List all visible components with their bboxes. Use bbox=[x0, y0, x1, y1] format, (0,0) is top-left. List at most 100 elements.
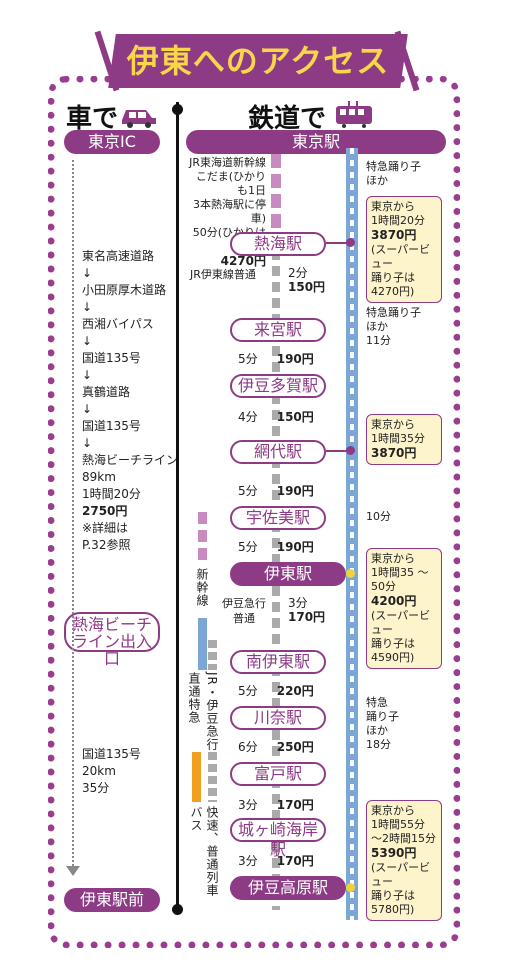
connector bbox=[326, 450, 350, 452]
station-kinomiya[interactable]: 来宮駅 bbox=[230, 318, 326, 342]
segment-taga-ajiro: 4分 150円 bbox=[238, 408, 314, 425]
segment-atami-kinomiya: 2分 150円 bbox=[288, 266, 325, 294]
car-route-list: 東名高速道路 ↓ 小田原厚木道路 ↓ 西湘バイパス ↓ 国道135号 ↓ 真鶴道… bbox=[82, 248, 178, 554]
divider-dot bbox=[172, 904, 183, 915]
car-time: 1時間20分 bbox=[82, 487, 141, 501]
box-note: 4270円) bbox=[371, 285, 415, 298]
box-line: 東京から bbox=[371, 200, 415, 213]
segment-price: 150円 bbox=[288, 280, 326, 294]
segment-futo-jogasaki: 3分 170円 bbox=[238, 796, 314, 813]
segment-ito-minamiito: 3分 170円 bbox=[288, 596, 325, 624]
box-price: 5390円 bbox=[371, 846, 417, 860]
car-start-label: 東京IC bbox=[64, 130, 160, 154]
note-line: ほか bbox=[366, 320, 388, 333]
desc-line: 3本熱海駅に停車) bbox=[193, 198, 266, 225]
car-distance: 89km bbox=[82, 470, 116, 484]
note-line: 特急 bbox=[366, 696, 388, 709]
ito-fare-box: 東京から 1時間35 ～ 50分 4200円 (スーパービュー 踊り子は 459… bbox=[366, 548, 442, 669]
station-ito[interactable]: 伊東駅 bbox=[230, 562, 346, 586]
segment-price: 170円 bbox=[276, 798, 314, 812]
connector bbox=[326, 242, 350, 244]
box-note: (スーパービュー bbox=[371, 609, 431, 636]
segment-kinomiya-taga: 5分 190円 bbox=[238, 350, 314, 367]
box-line: 東京から bbox=[371, 552, 415, 565]
legend-shinkansen-swatch bbox=[198, 512, 207, 566]
rail-heading: 鉄道で bbox=[248, 104, 327, 134]
segment-price: 250円 bbox=[276, 740, 314, 754]
segment-price: 190円 bbox=[276, 484, 314, 498]
route-step: 国道135号 bbox=[82, 747, 141, 761]
segment-price: 170円 bbox=[276, 854, 314, 868]
route-arrow: ↓ bbox=[82, 334, 93, 348]
segment-price: 170円 bbox=[288, 610, 326, 624]
car-icon bbox=[122, 110, 156, 128]
column-divider bbox=[176, 102, 179, 910]
car-time2: 35分 bbox=[82, 781, 110, 795]
box-line: 1時間35 ～ bbox=[371, 566, 429, 579]
box-line: 東京から bbox=[371, 804, 415, 817]
box-line: ～2時間15分 bbox=[371, 832, 436, 845]
station-atami[interactable]: 熱海駅 bbox=[230, 232, 326, 256]
car-note-page: P.32参照 bbox=[82, 538, 131, 552]
segment-time: 6分 bbox=[238, 740, 258, 754]
stop-dot bbox=[346, 883, 355, 892]
segment-price: 190円 bbox=[276, 540, 314, 554]
segment-time: 4分 bbox=[238, 410, 258, 424]
izukyu-type: 普通 bbox=[233, 612, 255, 625]
box-line: 1時間20分 bbox=[371, 214, 425, 227]
route-arrow: ↓ bbox=[82, 402, 93, 416]
segment-time: 3分 bbox=[238, 854, 258, 868]
route-step: 真鶴道路 bbox=[82, 385, 131, 399]
box-note: 踊り子は bbox=[371, 889, 415, 902]
legend-bus-swatch bbox=[192, 752, 201, 802]
station-futo[interactable]: 富戸駅 bbox=[230, 762, 326, 786]
car-distance2: 20km bbox=[82, 764, 116, 778]
box-line: 1時間55分 bbox=[371, 818, 425, 831]
station-jogasaki-kaigan[interactable]: 城ヶ崎海岸駅 bbox=[230, 818, 326, 859]
note-line: 18分 bbox=[366, 738, 391, 751]
shinkansen-track bbox=[271, 154, 281, 238]
box-note: 踊り子は bbox=[371, 271, 415, 284]
route-step: 国道135号 bbox=[82, 351, 141, 365]
legend-through-swatch bbox=[198, 618, 207, 670]
legend-through: 直通特急 bbox=[187, 672, 201, 724]
segment-jogasaki-kogen: 3分 170円 bbox=[238, 852, 314, 869]
stop-dot bbox=[346, 446, 355, 455]
car-end-label: 伊東駅前 bbox=[64, 888, 160, 912]
box-note: 4590円) bbox=[371, 651, 415, 664]
limited-express-track-pattern bbox=[350, 148, 354, 920]
desc-line: こだま(ひかりも1日 bbox=[195, 170, 266, 197]
route-arrow: ↓ bbox=[82, 436, 93, 450]
box-line: 50分 bbox=[371, 580, 396, 593]
note-line: 11分 bbox=[366, 334, 391, 347]
station-usami[interactable]: 宇佐美駅 bbox=[230, 506, 326, 530]
box-note: (スーパービュー bbox=[371, 243, 431, 270]
route-arrow: ↓ bbox=[82, 368, 93, 382]
legend-shinkansen: 新幹線 bbox=[195, 568, 209, 607]
legend-bus: バス bbox=[189, 806, 203, 832]
box-line: 1時間35分 bbox=[371, 432, 425, 445]
route-step: 東名高速道路 bbox=[82, 249, 155, 263]
segment-price: 220円 bbox=[276, 684, 314, 698]
limited-express-lower-note: 特急 踊り子 ほか 18分 bbox=[366, 696, 399, 752]
ajiro-fare-box: 東京から 1時間35分 3870円 bbox=[366, 414, 442, 465]
divider-dot bbox=[172, 104, 183, 115]
segment-time: 5分 bbox=[238, 540, 258, 554]
station-izu-taga[interactable]: 伊豆多賀駅 bbox=[230, 374, 326, 398]
car-route-line bbox=[72, 160, 74, 870]
box-note: 5780円) bbox=[371, 903, 415, 916]
segment-price: 150円 bbox=[276, 410, 314, 424]
ito-line-label: JR伊東線普通 bbox=[190, 268, 256, 281]
note-line: ほか bbox=[366, 174, 388, 187]
box-line: 東京から bbox=[371, 418, 415, 431]
car-note: ※詳細は bbox=[82, 521, 129, 535]
atami-fare-box: 東京から 1時間20分 3870円 (スーパービュー 踊り子は 4270円) bbox=[366, 196, 442, 303]
station-izu-kogen[interactable]: 伊豆高原駅 bbox=[230, 876, 346, 900]
station-kawana[interactable]: 川奈駅 bbox=[230, 706, 326, 730]
train-icon bbox=[336, 101, 372, 128]
box-note: (スーパービュー bbox=[371, 861, 431, 888]
exit-label-line1: 熱海ビーチ bbox=[71, 615, 152, 634]
station-ajiro[interactable]: 網代駅 bbox=[230, 440, 326, 464]
station-minami-ito[interactable]: 南伊東駅 bbox=[230, 650, 326, 674]
segment-minamiito-kawana: 5分 220円 bbox=[238, 682, 314, 699]
